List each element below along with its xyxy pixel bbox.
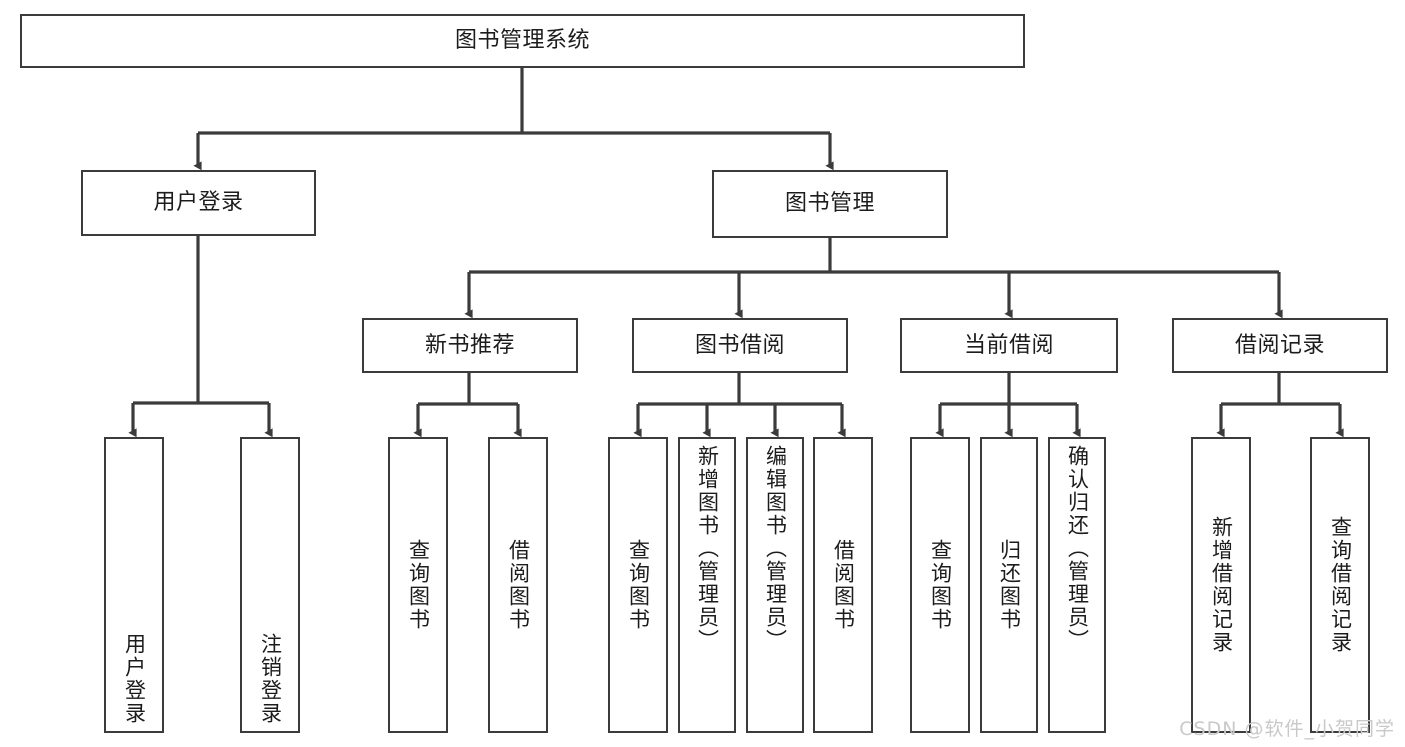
node-leaf-borrow-query-label: 查询图书 bbox=[626, 539, 651, 631]
node-leaf-borrow-query[interactable]: 查询图书 bbox=[608, 437, 668, 733]
node-leaf-user-login[interactable]: 用户登录 bbox=[104, 437, 164, 733]
node-leaf-newbook-borrow[interactable]: 借阅图书 bbox=[488, 437, 548, 733]
node-leaf-newbook-query[interactable]: 查询图书 bbox=[388, 437, 448, 733]
node-leaf-record-query-label: 查询借阅记录 bbox=[1328, 516, 1353, 654]
node-leaf-borrow-add-label: 新增图书（管理员） bbox=[695, 445, 720, 652]
node-leaf-current-confirm-label: 确认归还（管理员） bbox=[1065, 445, 1090, 652]
node-leaf-current-confirm[interactable]: 确认归还（管理员） bbox=[1048, 437, 1106, 733]
node-leaf-current-query-label: 查询图书 bbox=[928, 539, 953, 631]
node-new-book-recommend-label: 新书推荐 bbox=[424, 332, 515, 358]
node-book-management[interactable]: 图书管理 bbox=[712, 170, 948, 238]
node-leaf-borrow-edit[interactable]: 编辑图书（管理员） bbox=[746, 437, 804, 733]
node-current-borrow[interactable]: 当前借阅 bbox=[900, 318, 1118, 373]
node-current-borrow-label: 当前借阅 bbox=[963, 332, 1054, 358]
node-user-login-label: 用户登录 bbox=[153, 190, 244, 216]
node-leaf-borrow-lend-label: 借阅图书 bbox=[831, 539, 856, 631]
node-book-borrow-label: 图书借阅 bbox=[694, 332, 785, 358]
node-leaf-current-return[interactable]: 归还图书 bbox=[980, 437, 1038, 733]
node-book-management-label: 图书管理 bbox=[784, 191, 875, 217]
node-leaf-borrow-edit-label: 编辑图书（管理员） bbox=[763, 445, 788, 652]
node-new-book-recommend[interactable]: 新书推荐 bbox=[362, 318, 578, 373]
node-leaf-user-login-label: 用户登录 bbox=[122, 633, 147, 725]
node-leaf-current-query[interactable]: 查询图书 bbox=[910, 437, 970, 733]
node-borrow-record-label: 借阅记录 bbox=[1234, 332, 1325, 358]
node-leaf-newbook-borrow-label: 借阅图书 bbox=[506, 539, 531, 631]
node-leaf-borrow-lend[interactable]: 借阅图书 bbox=[813, 437, 873, 733]
node-leaf-logout[interactable]: 注销登录 bbox=[240, 437, 300, 733]
node-borrow-record[interactable]: 借阅记录 bbox=[1172, 318, 1388, 373]
node-leaf-borrow-add[interactable]: 新增图书（管理员） bbox=[678, 437, 736, 733]
node-leaf-current-return-label: 归还图书 bbox=[997, 539, 1022, 631]
node-root-label: 图书管理系统 bbox=[454, 28, 590, 54]
node-user-login[interactable]: 用户登录 bbox=[81, 170, 316, 236]
node-leaf-record-add[interactable]: 新增借阅记录 bbox=[1191, 437, 1251, 733]
node-leaf-logout-label: 注销登录 bbox=[258, 633, 283, 725]
node-leaf-record-query[interactable]: 查询借阅记录 bbox=[1310, 437, 1370, 733]
watermark: CSDN @软件_小贺同学 bbox=[1179, 718, 1395, 740]
node-book-borrow[interactable]: 图书借阅 bbox=[632, 318, 848, 373]
node-leaf-newbook-query-label: 查询图书 bbox=[406, 539, 431, 631]
node-leaf-record-add-label: 新增借阅记录 bbox=[1209, 516, 1234, 654]
node-root[interactable]: 图书管理系统 bbox=[20, 14, 1025, 68]
